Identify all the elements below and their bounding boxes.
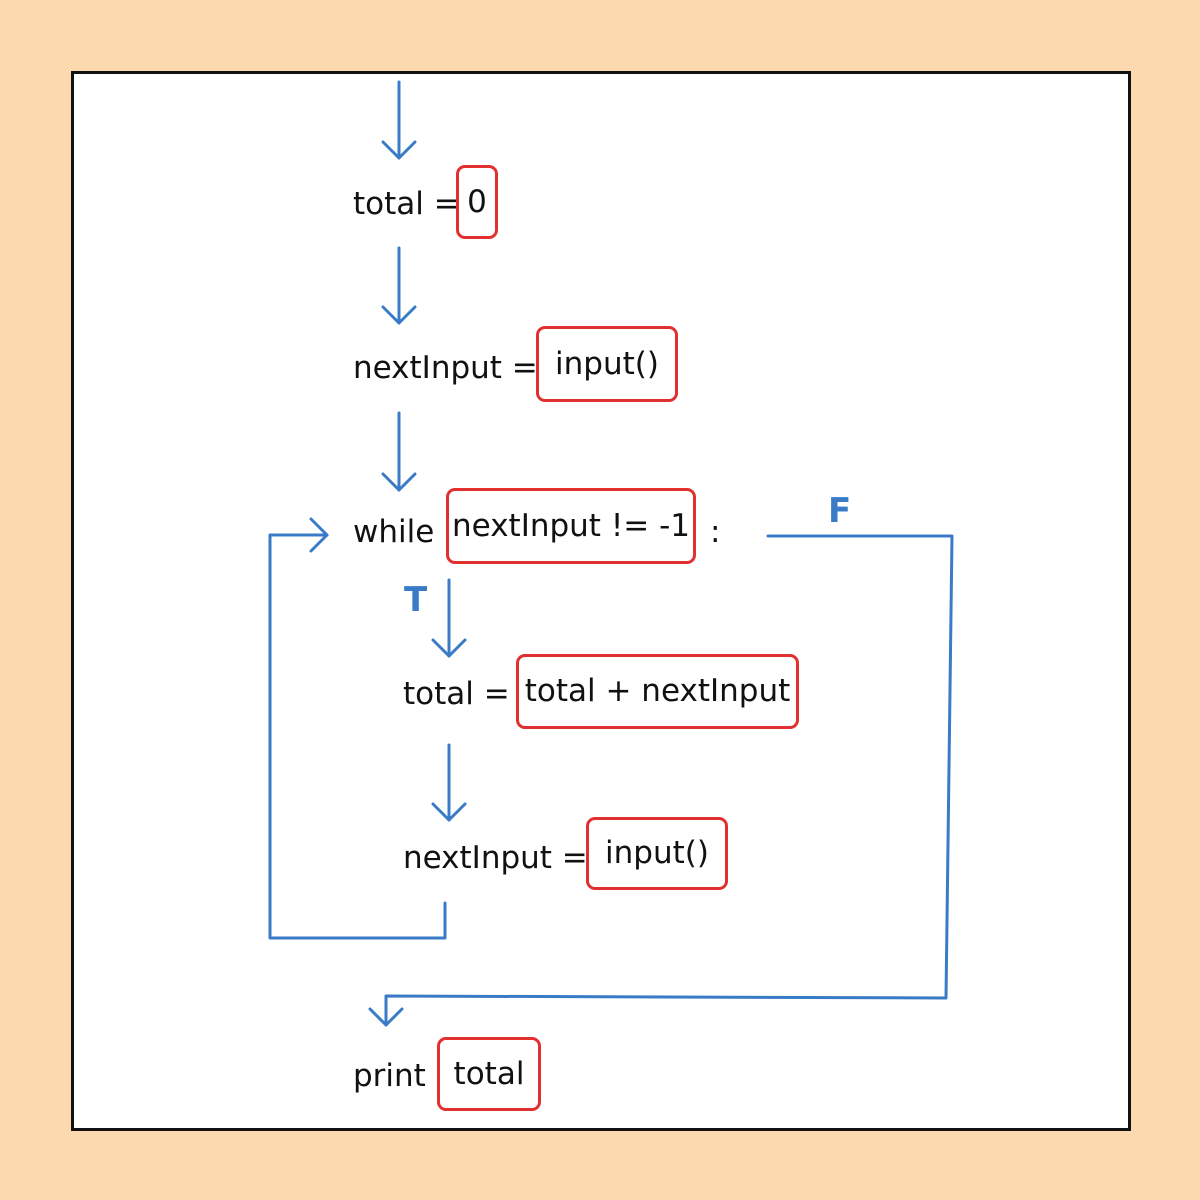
diagram-frame: [71, 71, 1131, 1131]
while-colon: :: [710, 514, 721, 550]
while-keyword: while: [353, 514, 435, 550]
print-value-box: total: [437, 1037, 541, 1111]
while-condition-box: nextInput != -1: [446, 488, 696, 564]
next-input-update-value-box: input(): [586, 817, 728, 890]
total-init-value-box: 0: [456, 165, 498, 239]
arrow-total-to-nextinput: [381, 246, 417, 325]
next-input-init-label: nextInput =: [353, 350, 538, 386]
arrow-while-false-branch: [368, 534, 954, 1027]
arrow-nextinput-to-while: [381, 411, 417, 492]
total-update-label: total =: [403, 676, 510, 712]
entry-arrow: [381, 80, 417, 160]
total-init-label: total =: [353, 186, 460, 222]
loop-back-arrow: [268, 517, 447, 940]
arrow-body-total-to-nextinput: [431, 743, 467, 822]
next-input-init-value-box: input(): [536, 326, 678, 402]
true-branch-label: T: [404, 580, 428, 620]
next-input-update-label: nextInput =: [403, 840, 588, 876]
false-branch-label: F: [828, 491, 852, 531]
print-keyword: print: [353, 1058, 426, 1094]
arrow-while-true-branch: [431, 578, 467, 658]
total-update-value-box: total + nextInput: [516, 654, 799, 729]
